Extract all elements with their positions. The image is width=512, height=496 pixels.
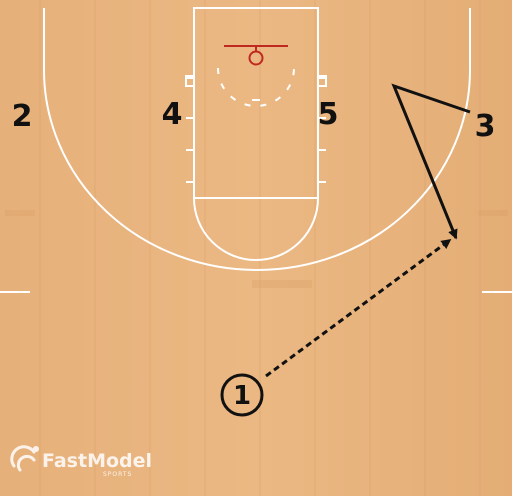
- player-3-label: 3: [475, 109, 496, 144]
- fastmodel-swoosh-icon: [10, 445, 36, 472]
- logo-sub: SPORTS: [103, 471, 132, 478]
- player-1-label: 1: [233, 381, 251, 411]
- free-throw-lane: [193, 7, 319, 199]
- pass-arrow-1-to-3: [265, 238, 452, 378]
- player-4-label: 4: [162, 97, 183, 132]
- court-lines: [0, 7, 512, 293]
- player-2-label: 2: [12, 99, 33, 134]
- player-1-circle: [220, 373, 264, 417]
- three-point-line: [43, 8, 471, 271]
- logo-name: FastModel: [42, 450, 152, 472]
- player-5-label: 5: [318, 97, 339, 132]
- floor-planks: [5, 210, 508, 288]
- rim: [248, 50, 264, 66]
- restricted-area: [217, 67, 295, 107]
- wood-grain: [39, 0, 481, 496]
- player-1-marker: 1: [220, 373, 264, 417]
- free-throw-circle: [193, 197, 319, 261]
- cut-arrow-player-3: [391, 83, 471, 240]
- fastmodel-logo: FastModel SPORTS: [10, 445, 152, 478]
